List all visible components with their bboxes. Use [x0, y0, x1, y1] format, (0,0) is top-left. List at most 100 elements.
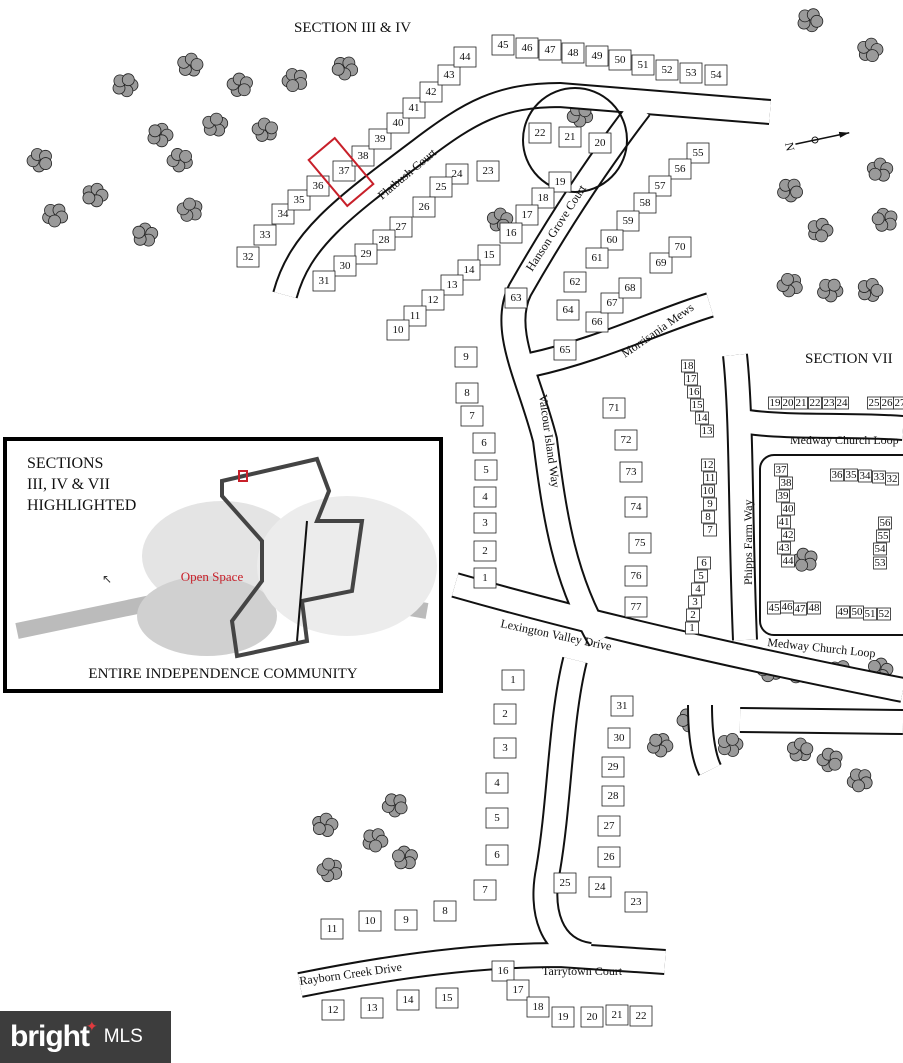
lot-sec7-west-7[interactable]: 7: [703, 523, 717, 537]
lot-sec7-row-33[interactable]: 33: [872, 470, 886, 484]
lot-top-row-49[interactable]: 49: [585, 45, 609, 67]
lot-hanson-west-19[interactable]: 19: [548, 171, 572, 193]
lot-valcour-west-4[interactable]: 4: [473, 486, 497, 508]
lot-hanson-east-56[interactable]: 56: [668, 158, 692, 180]
lot-top-row-51[interactable]: 51: [631, 54, 655, 76]
lot-hanson-west-16[interactable]: 16: [499, 222, 523, 244]
lot-sec7-west-12[interactable]: 12: [701, 458, 715, 472]
lot-valcour-east-75[interactable]: 75: [628, 532, 652, 554]
lot-sec7-north-21[interactable]: 21: [794, 396, 808, 410]
lot-south-east-29[interactable]: 29: [601, 756, 625, 778]
lot-hanson-west-14[interactable]: 14: [457, 259, 481, 281]
lot-hanson-east-66[interactable]: 66: [585, 311, 609, 333]
lot-hanson-east-64[interactable]: 64: [556, 299, 580, 321]
lot-sec7-east-55[interactable]: 55: [876, 529, 890, 543]
lot-tarrytown-16[interactable]: 16: [491, 960, 515, 982]
lot-sec7-west-9[interactable]: 9: [703, 497, 717, 511]
lot-hanson-west-18[interactable]: 18: [531, 187, 555, 209]
lot-sec7-south-47[interactable]: 47: [793, 602, 807, 616]
lot-sec7-south-48[interactable]: 48: [807, 601, 821, 615]
lot-sec7-south-52[interactable]: 52: [877, 607, 891, 621]
lot-hanson-west-12[interactable]: 12: [421, 289, 445, 311]
lot-sec7-north-19[interactable]: 19: [768, 396, 782, 410]
lot-valcour-west-3[interactable]: 3: [473, 512, 497, 534]
lot-hanson-east-61[interactable]: 61: [585, 247, 609, 269]
lot-south-east-31[interactable]: 31: [610, 695, 634, 717]
lot-sec7-south-50[interactable]: 50: [850, 605, 864, 619]
lot-sec7-col-43[interactable]: 43: [777, 541, 791, 555]
lot-northwest-32[interactable]: 32: [236, 246, 260, 268]
lot-sec7-col-39[interactable]: 39: [776, 489, 790, 503]
lot-valcour-west-9[interactable]: 9: [454, 346, 478, 368]
lot-hanson-east-65[interactable]: 65: [553, 339, 577, 361]
lot-valcour-west-7[interactable]: 7: [460, 405, 484, 427]
lot-hanson-east-59[interactable]: 59: [616, 210, 640, 232]
lot-rayborn-south-15[interactable]: 15: [435, 987, 459, 1009]
lot-sec7-west-13[interactable]: 13: [700, 424, 714, 438]
lot-tarrytown-18[interactable]: 18: [526, 996, 550, 1018]
lot-south-west-7[interactable]: 7: [473, 879, 497, 901]
lot-hanson-east-63[interactable]: 63: [504, 287, 528, 309]
lot-northwest-33[interactable]: 33: [253, 224, 277, 246]
lot-sec7-col-44[interactable]: 44: [781, 554, 795, 568]
lot-south-west-4[interactable]: 4: [485, 772, 509, 794]
lot-valcour-east-71[interactable]: 71: [602, 397, 626, 419]
lot-rayborn-south-13[interactable]: 13: [360, 997, 384, 1019]
lot-sec7-north-27[interactable]: 27: [893, 396, 903, 410]
lot-top-row-50[interactable]: 50: [608, 49, 632, 71]
lot-hanson-east-60[interactable]: 60: [600, 229, 624, 251]
lot-hanson-east-70[interactable]: 70: [668, 236, 692, 258]
lot-top-row-53[interactable]: 53: [679, 62, 703, 84]
lot-northwest-37[interactable]: 37: [332, 160, 356, 182]
lot-rayborn-south-12[interactable]: 12: [321, 999, 345, 1021]
lot-sec7-west-4[interactable]: 4: [691, 582, 705, 596]
lot-sec7-row-35[interactable]: 35: [844, 468, 858, 482]
lot-hanson-west-13[interactable]: 13: [440, 274, 464, 296]
lot-south-west-11[interactable]: 11: [320, 918, 344, 940]
lot-sec7-east-56[interactable]: 56: [878, 516, 892, 530]
lot-sec7-south-51[interactable]: 51: [863, 607, 877, 621]
lot-hanson-west-10[interactable]: 10: [386, 319, 410, 341]
lot-rayborn-south-14[interactable]: 14: [396, 989, 420, 1011]
lot-tarrytown-19[interactable]: 19: [551, 1006, 575, 1028]
lot-sec7-west-10[interactable]: 10: [701, 484, 715, 498]
lot-south-west-5[interactable]: 5: [485, 807, 509, 829]
lot-flatbush-south-30[interactable]: 30: [333, 255, 357, 277]
lot-south-west-3[interactable]: 3: [493, 737, 517, 759]
lot-valcour-east-76[interactable]: 76: [624, 565, 648, 587]
lot-valcour-west-2[interactable]: 2: [473, 540, 497, 562]
lot-sec7-west-2[interactable]: 2: [686, 608, 700, 622]
lot-hanson-east-68[interactable]: 68: [618, 277, 642, 299]
lot-loop-island-22[interactable]: 22: [528, 122, 552, 144]
lot-northwest-41[interactable]: 41: [402, 97, 426, 119]
lot-south-east-27[interactable]: 27: [597, 815, 621, 837]
lot-sec7-south-45[interactable]: 45: [767, 601, 781, 615]
lot-sec7-west-16[interactable]: 16: [687, 385, 701, 399]
lot-hanson-east-55[interactable]: 55: [686, 142, 710, 164]
lot-sec7-west-8[interactable]: 8: [701, 510, 715, 524]
lot-sec7-row-36[interactable]: 36: [830, 468, 844, 482]
lot-hanson-east-58[interactable]: 58: [633, 192, 657, 214]
lot-south-west-8[interactable]: 8: [433, 900, 457, 922]
lot-valcour-west-1[interactable]: 1: [473, 567, 497, 589]
lot-sec7-row-34[interactable]: 34: [858, 469, 872, 483]
lot-flatbush-south-23[interactable]: 23: [476, 160, 500, 182]
lot-sec7-south-49[interactable]: 49: [836, 605, 850, 619]
lot-south-west-2[interactable]: 2: [493, 703, 517, 725]
lot-sec7-north-23[interactable]: 23: [822, 396, 836, 410]
lot-sec7-west-6[interactable]: 6: [697, 556, 711, 570]
lot-northwest-42[interactable]: 42: [419, 81, 443, 103]
lot-northwest-35[interactable]: 35: [287, 189, 311, 211]
lot-south-west-6[interactable]: 6: [485, 844, 509, 866]
lot-top-row-54[interactable]: 54: [704, 64, 728, 86]
lot-sec7-north-20[interactable]: 20: [781, 396, 795, 410]
lot-top-row-48[interactable]: 48: [561, 42, 585, 64]
lot-flatbush-south-25[interactable]: 25: [429, 176, 453, 198]
lot-top-row-47[interactable]: 47: [538, 39, 562, 61]
lot-valcour-east-73[interactable]: 73: [619, 461, 643, 483]
lot-hanson-east-69[interactable]: 69: [649, 252, 673, 274]
lot-valcour-west-6[interactable]: 6: [472, 432, 496, 454]
lot-top-row-52[interactable]: 52: [655, 59, 679, 81]
lot-sec7-north-26[interactable]: 26: [880, 396, 894, 410]
lot-tarrytown-20[interactable]: 20: [580, 1006, 604, 1028]
